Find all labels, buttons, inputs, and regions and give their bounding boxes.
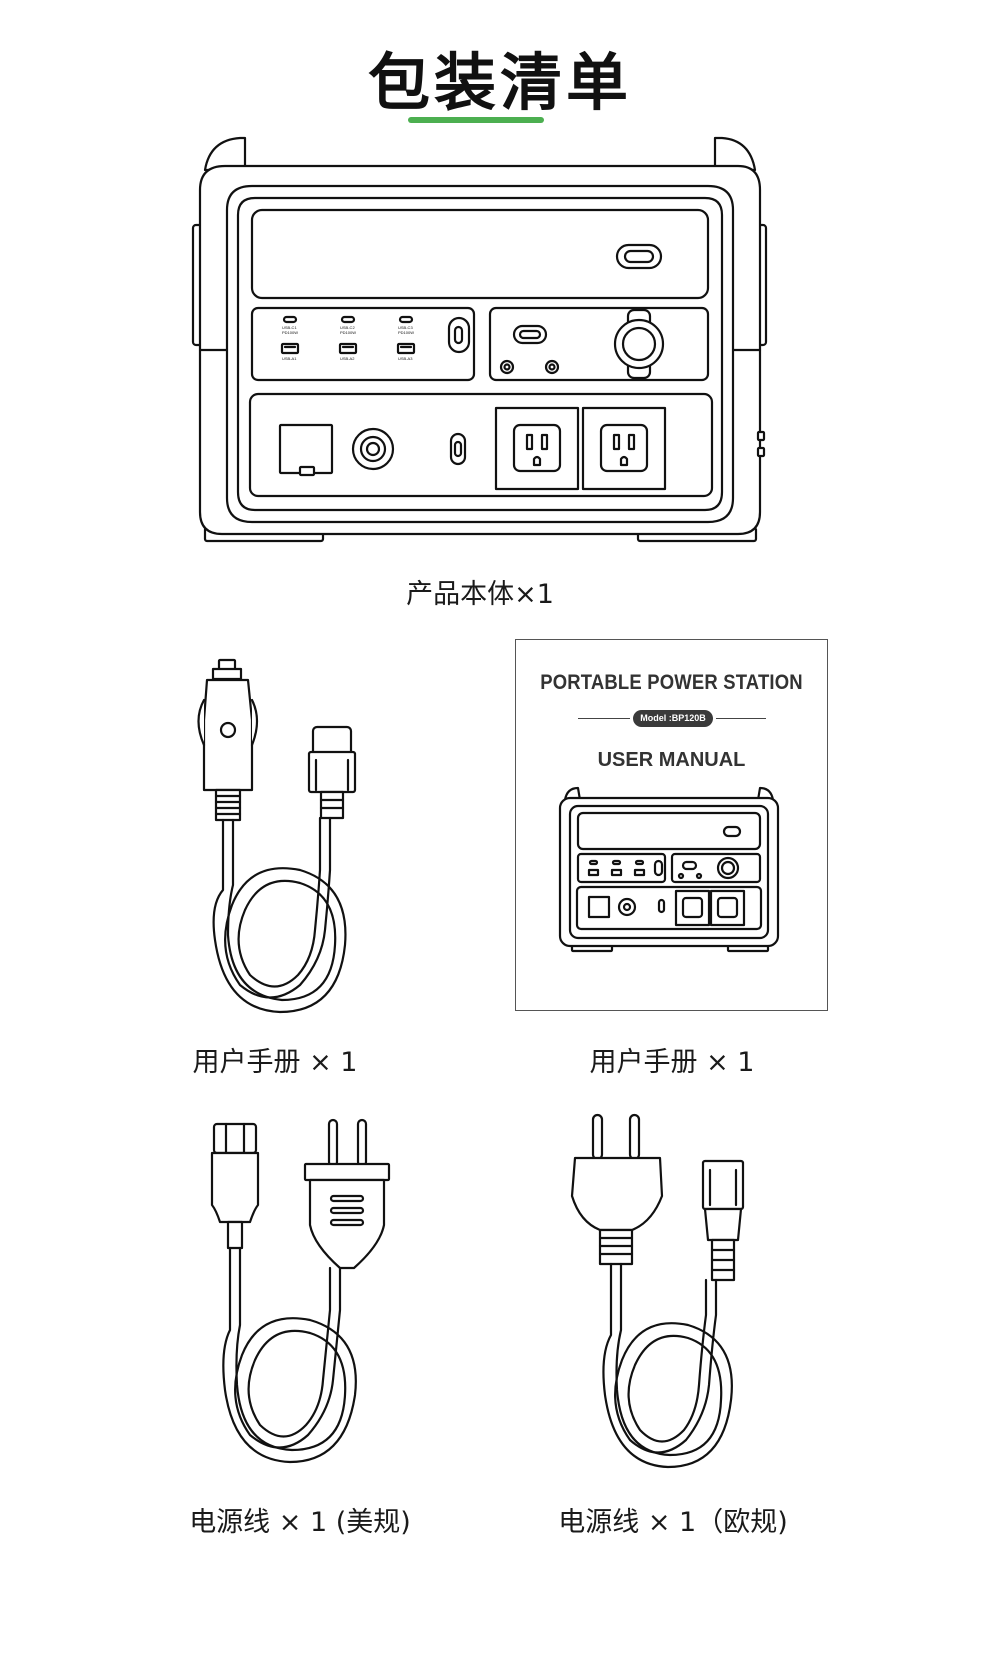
usb-c1-label: USB-C1	[282, 325, 297, 330]
usb-c2-label: USB-C2	[340, 325, 355, 330]
title-underline	[408, 117, 544, 123]
usb-a3-label: USB-A3	[398, 356, 413, 361]
manual-divider-left	[578, 718, 630, 720]
manual-divider-right	[716, 718, 766, 720]
usb-c3-pd-label: PD100W	[398, 330, 414, 335]
caption-product: 产品本体×1	[406, 579, 554, 610]
usb-a1-label: USB-A1	[282, 356, 297, 361]
usb-c2-pd-label: PD100W	[340, 330, 356, 335]
caption-manual: 用户手册 × 1	[589, 1047, 755, 1078]
caption-us-cord: 电源线 × 1 (美规)	[189, 1507, 411, 1538]
page-title: 包装清单	[367, 46, 632, 119]
caption-cable: 用户手册 × 1	[192, 1047, 358, 1078]
usb-c3-label: USB-C3	[398, 325, 413, 330]
manual-subtitle: USER MANUAL	[597, 749, 746, 771]
manual-model-badge: Model :BP120B	[633, 710, 713, 727]
usb-c1-pd-label: PD100W	[282, 330, 298, 335]
caption-eu-cord: 电源线 × 1（欧规)	[558, 1507, 788, 1538]
usb-a2-label: USB-A2	[340, 356, 355, 361]
manual-title: PORTABLE POWER STATION	[540, 671, 803, 694]
